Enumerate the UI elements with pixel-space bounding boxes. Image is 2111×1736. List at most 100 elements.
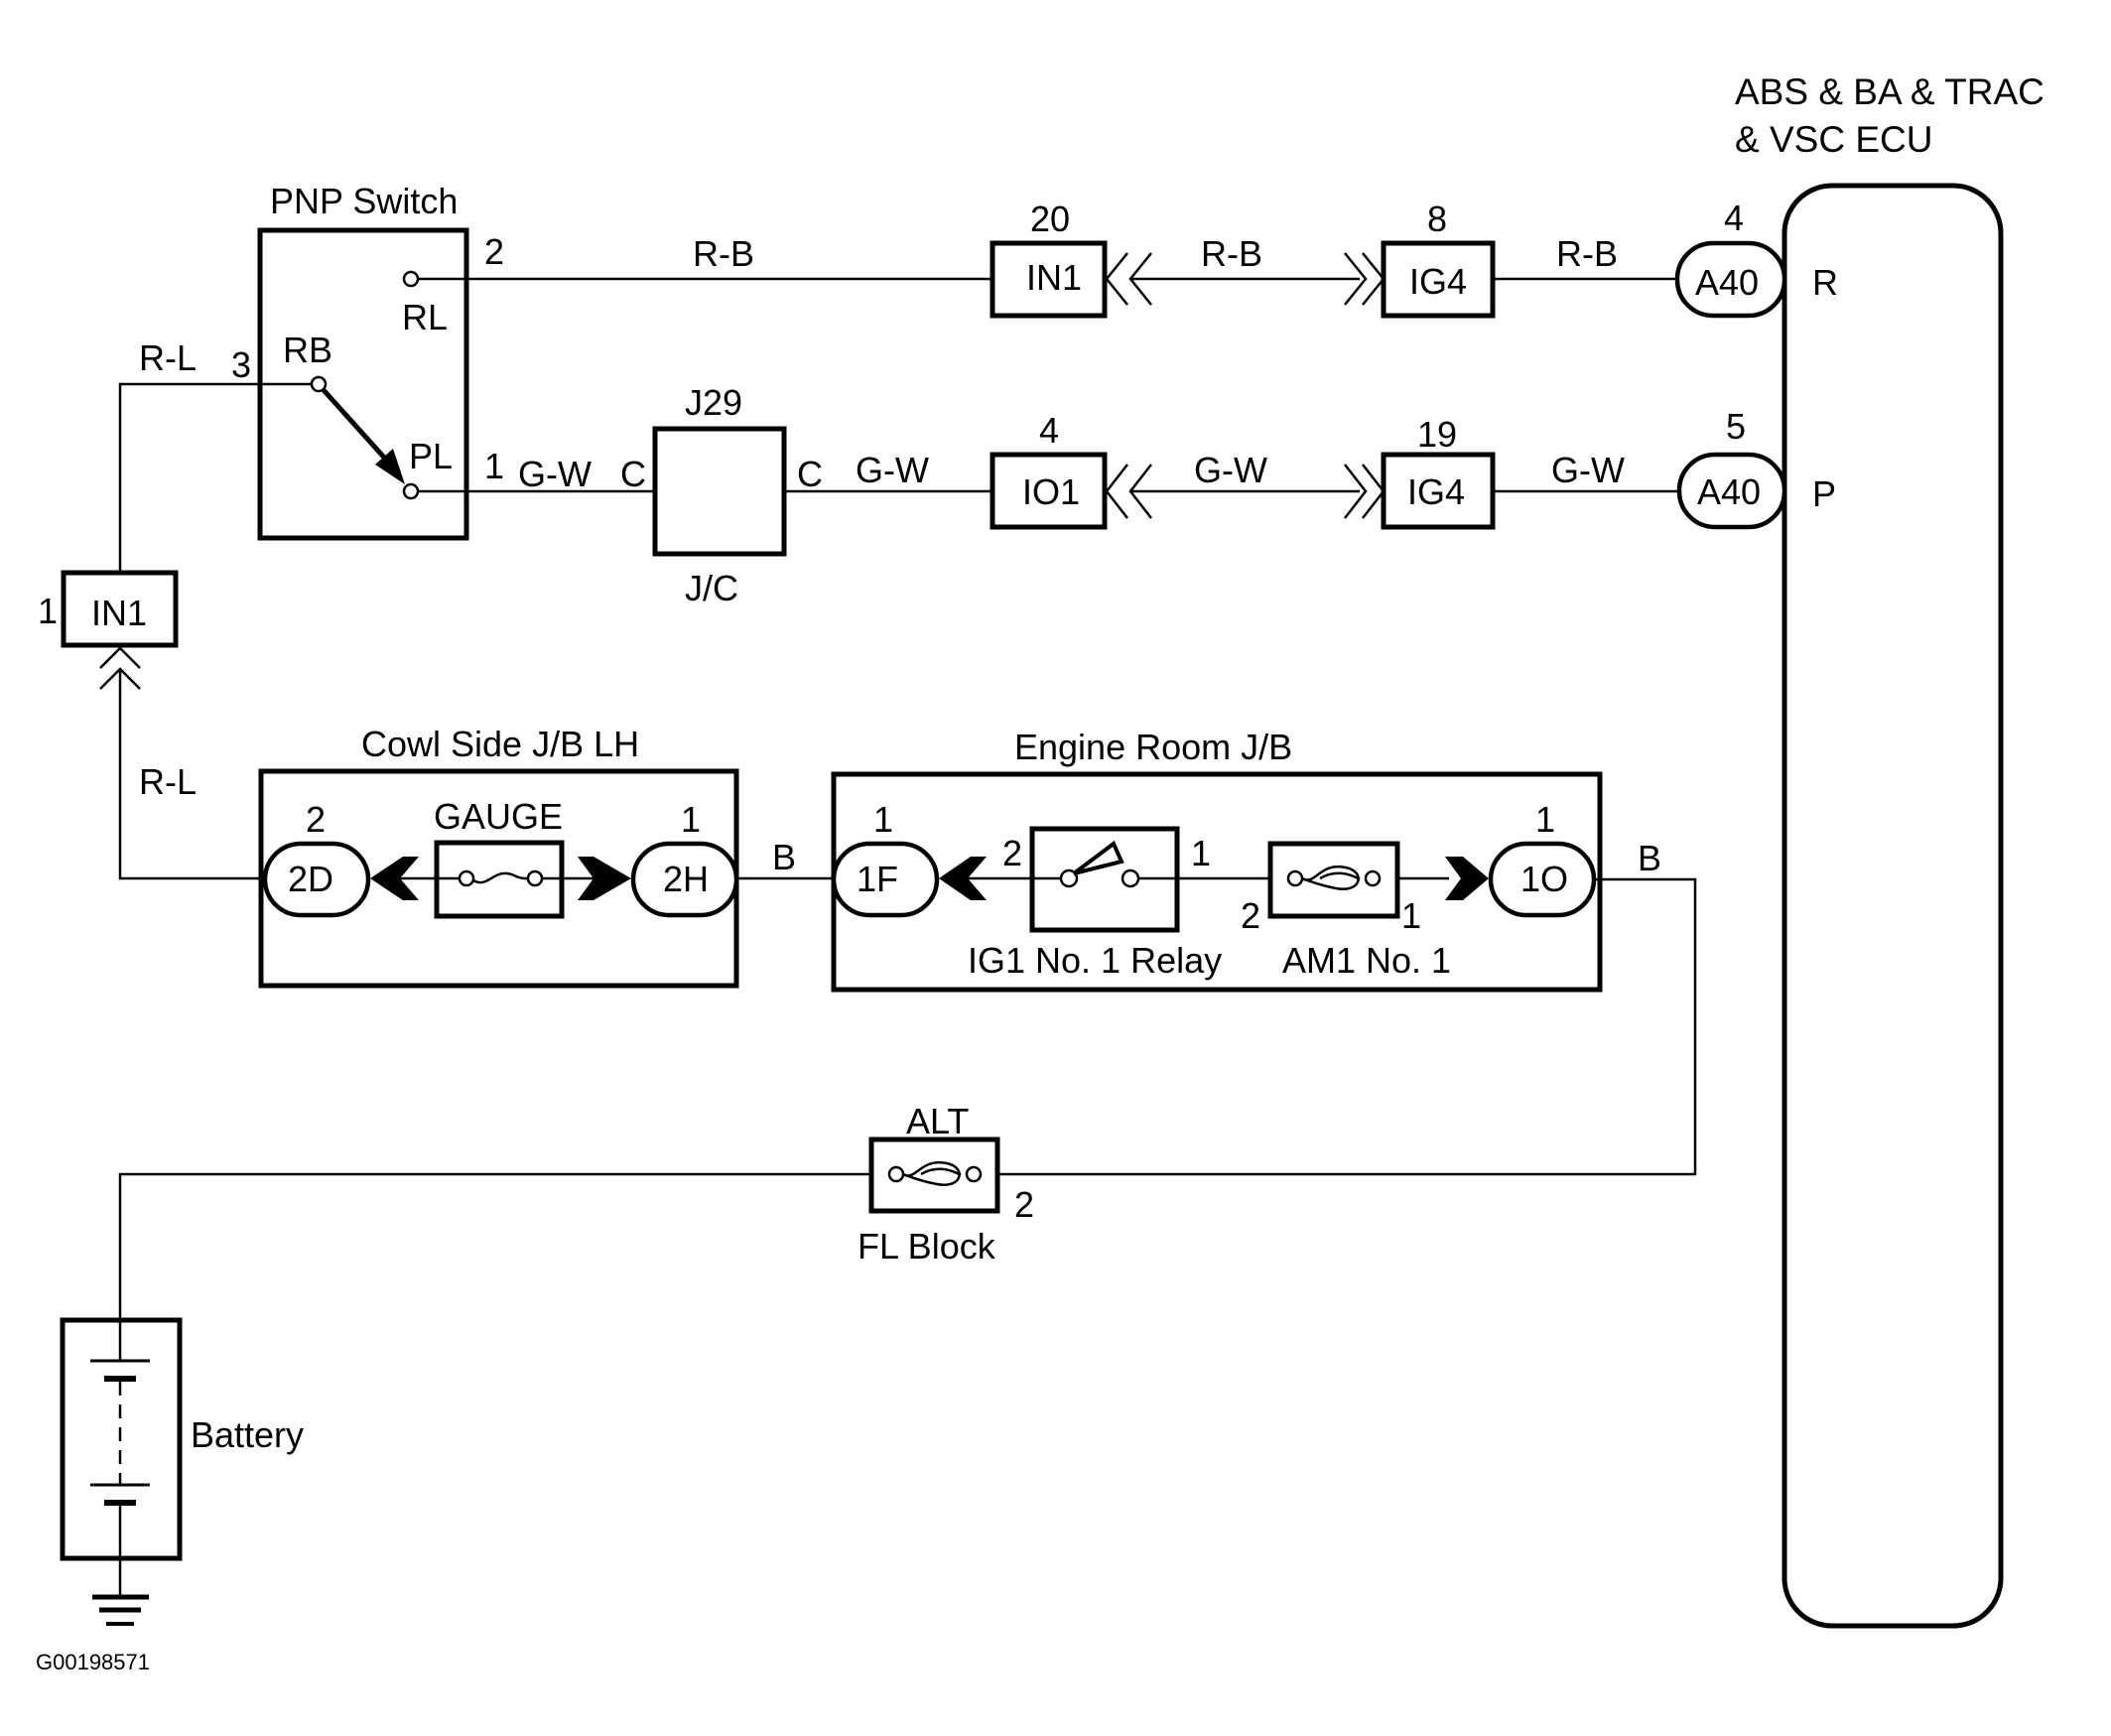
cowl-side-jb: Cowl Side J/B LH 2D 2 GAUGE 2H 1 B: [258, 724, 834, 989]
ecu-body: [1781, 183, 2004, 1629]
engine-room-jb: Engine Room J/B 1F 1 2 1 IG1 No. 1 Relay…: [831, 727, 1697, 1176]
rl-terminal-icon: [402, 270, 420, 288]
chevron-up-icon: [99, 646, 141, 669]
alt-fuse-name: ALT: [906, 1101, 969, 1141]
fusible-link-icon: [902, 1160, 962, 1186]
terminal-icon: [1286, 869, 1304, 887]
jc-left-pin: C: [620, 454, 646, 494]
battery: Battery: [60, 1317, 304, 1626]
terminal-icon: [887, 1165, 905, 1183]
switch-arrow-icon: [375, 449, 405, 484]
chevron-left-icon: [1105, 252, 1128, 306]
ecu-title-line1: ABS & BA & TRAC: [1735, 71, 2045, 112]
conn-in1-top-name: IN1: [1026, 257, 1082, 298]
relay-switch-icon: [1072, 840, 1124, 875]
conn-2h-pin: 1: [681, 799, 701, 840]
wire-r-out-color: R-B: [1556, 233, 1618, 274]
male-terminal-icon: [1445, 857, 1489, 900]
wire-left-color: R-L: [139, 761, 197, 802]
conn-a40-r-name: A40: [1695, 262, 1759, 303]
wire: [118, 382, 312, 573]
wire-r-mid-color: R-B: [1201, 233, 1262, 274]
wire-rl-color: R-B: [693, 233, 754, 274]
ecu-title-line2: & VSC ECU: [1735, 119, 1932, 160]
conn-io1: [990, 452, 1108, 530]
wire-rb-color: R-L: [139, 337, 197, 378]
conn-in1-left-pin: 1: [38, 591, 58, 631]
conn-ig4-top-pin: 8: [1427, 199, 1447, 239]
conn-a40-p-pin: 5: [1726, 406, 1746, 447]
conn-a40-p: [1676, 452, 1787, 530]
wire-engine-out-color: B: [1638, 838, 1661, 878]
pnp-pin-rb: 3: [231, 344, 251, 385]
wire: [997, 877, 1697, 1176]
ecu: ABS & BA & TRAC & VSC ECU R P: [1735, 71, 2045, 1629]
jc-top-label: J29: [685, 382, 742, 423]
row-r-circuit: R-B IN1 20 R-B IG4 8 R-B A40 4: [418, 198, 1787, 319]
fl-block: ALT 2 FL Block: [118, 1101, 1034, 1320]
conn-io1-pin: 4: [1039, 410, 1059, 451]
rb-terminal-icon: [310, 375, 328, 393]
conn-ig4-top-name: IG4: [1409, 261, 1467, 302]
wire-cowl-out-color: B: [772, 837, 796, 877]
chevron-left-icon: [1128, 464, 1152, 519]
wire-jc-out-color: G-W: [856, 450, 929, 490]
conn-a40-p-name: A40: [1697, 471, 1761, 512]
relay-contact-icon: [1059, 868, 1079, 888]
ecu-terminal-p: P: [1812, 473, 1836, 514]
junction-connector-j29: [652, 426, 787, 557]
conn-2d-pin: 2: [306, 799, 326, 840]
pnp-pl-label: PL: [409, 436, 453, 476]
conn-2d-name: 2D: [288, 859, 333, 899]
relay-pin-out: 1: [1191, 833, 1211, 873]
pnp-switch-title: PNP Switch: [270, 181, 458, 221]
conn-ig4-bottom-pin: 19: [1417, 414, 1457, 455]
pnp-rb-label: RB: [283, 330, 332, 370]
pnp-pin-rl: 2: [484, 231, 504, 272]
conn-in1-top: [990, 240, 1108, 319]
conn-in1-left-name: IN1: [91, 593, 147, 633]
terminal-icon: [458, 869, 475, 887]
conn-a40-r-pin: 4: [1724, 198, 1744, 238]
fuse-icon: [472, 871, 529, 884]
cowl-jb-title: Cowl Side J/B LH: [361, 724, 639, 764]
relay-name: IG1 No. 1 Relay: [968, 940, 1222, 981]
conn-1f-pin: 1: [873, 799, 893, 840]
jc-right-pin: C: [797, 454, 823, 494]
chevron-up-icon: [99, 667, 141, 690]
fusible-link-icon: [1301, 865, 1361, 890]
row-p-circuit: G-W C J29 J/C C G-W IO1 4 G-W IG4 19 G-W…: [418, 382, 1787, 608]
conn-ig4-bottom-name: IG4: [1407, 471, 1465, 512]
conn-1f-name: 1F: [857, 859, 898, 899]
fl-block-pin: 2: [1014, 1184, 1034, 1225]
conn-1o-name: 1O: [1520, 859, 1568, 899]
am1-pin-out: 1: [1401, 895, 1421, 936]
am1-pin-in: 2: [1241, 895, 1260, 936]
male-terminal-icon: [578, 857, 631, 900]
female-terminal-icon: [370, 857, 419, 900]
terminal-icon: [965, 1165, 983, 1183]
chevron-left-icon: [1128, 252, 1152, 306]
engine-jb-title: Engine Room J/B: [1014, 727, 1292, 767]
relay-pin-in: 2: [1002, 833, 1022, 873]
relay-contact-icon: [1121, 868, 1140, 888]
conn-1o-pin: 1: [1535, 799, 1555, 840]
chevron-left-icon: [1105, 464, 1128, 519]
conn-1f: [831, 841, 940, 918]
chevron-right-icon: [1344, 464, 1368, 519]
switch-arm: [322, 388, 397, 471]
diagram-id: G00198571: [36, 1650, 150, 1674]
chevron-right-icon: [1344, 252, 1368, 306]
left-feed: R-L IN1 1 R-L: [38, 337, 312, 880]
battery-label: Battery: [191, 1414, 304, 1455]
conn-in1-top-pin: 20: [1030, 199, 1070, 239]
pl-terminal-icon: [402, 482, 420, 500]
conn-io1-name: IO1: [1022, 471, 1080, 512]
wire-p-mid-color: G-W: [1194, 450, 1267, 490]
conn-in1-left: [61, 570, 179, 648]
gauge-fuse-name: GAUGE: [434, 796, 563, 837]
wire-pl-color: G-W: [518, 454, 592, 494]
conn-2d: [262, 841, 371, 918]
am1-fuse-name: AM1 No. 1: [1282, 940, 1451, 981]
